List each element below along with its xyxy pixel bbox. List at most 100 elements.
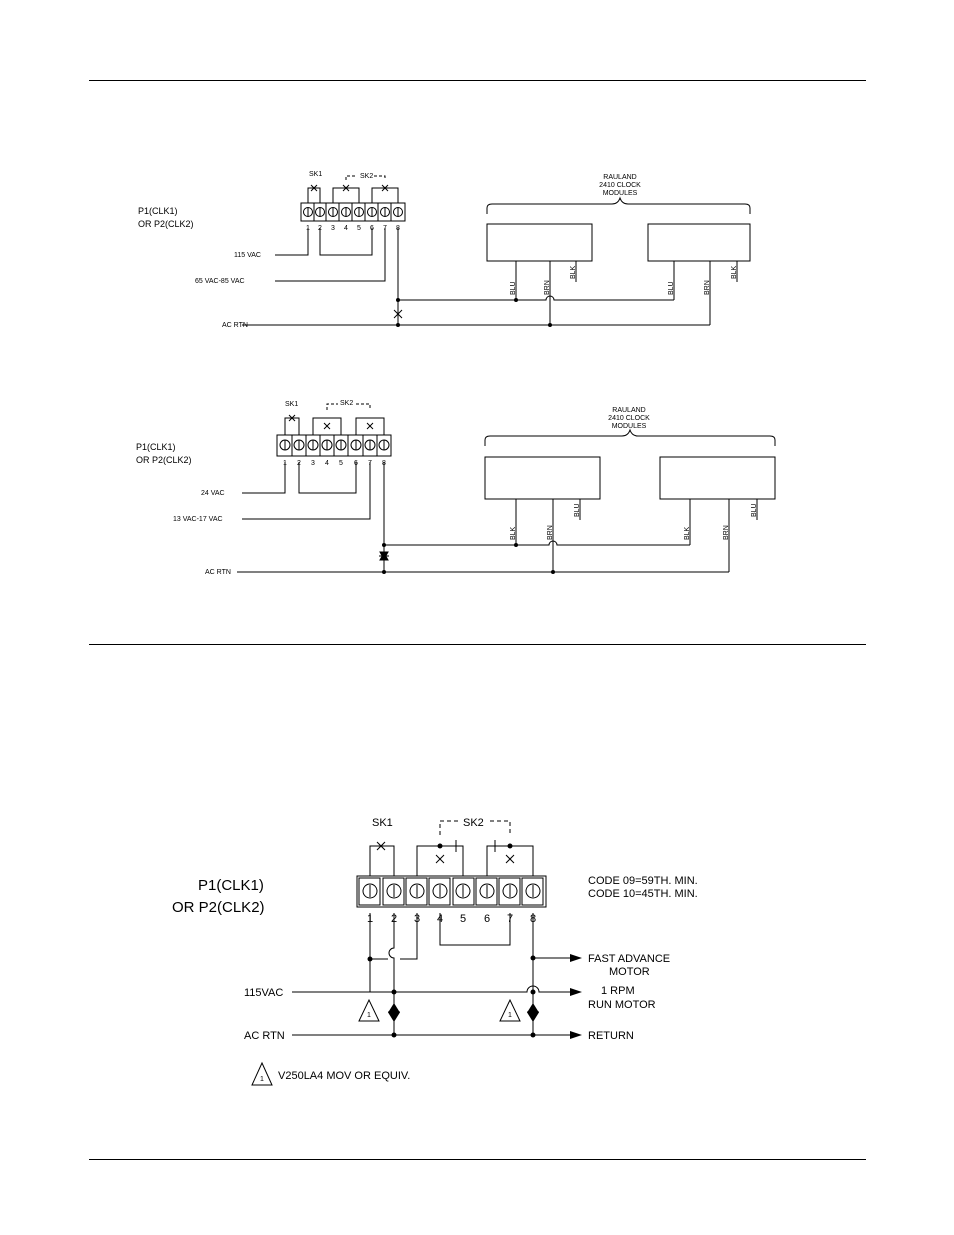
diagram-2	[237, 403, 776, 573]
d1-input-ac-rtn: AC RTN	[222, 322, 248, 329]
d3-terminal-number: 7	[507, 913, 513, 925]
d2-wire-label: BLU	[751, 503, 758, 517]
d2-connector-label-line1: P1(CLK1)	[136, 442, 176, 452]
d1-wire-label: BLK	[731, 265, 738, 279]
middle-rule	[89, 644, 866, 645]
d2-connector-label-line2: OR P2(CLK2)	[136, 455, 192, 465]
d2-terminal-numbers: 1 2 3 4 5 6 7 8	[283, 460, 386, 467]
d3-terminal-screws	[358, 877, 544, 906]
d3-triangle-mark-2: 1	[508, 1012, 512, 1019]
d2-wire-13vac	[242, 462, 371, 520]
d3-output-motor: MOTOR	[609, 966, 650, 978]
d1-sk2-label: SK2	[360, 173, 373, 180]
d2-modules-label-1: RAULAND	[612, 407, 645, 414]
d2-terminal-number: 3	[311, 460, 315, 467]
d1-terminal-numbers: 1 2 3 4 5 6 7 8	[306, 225, 400, 232]
d3-sk1-label: SK1	[372, 817, 393, 829]
d1-terminal-number: 7	[383, 225, 387, 232]
d1-terminal-screws	[303, 203, 403, 221]
d2-input-ac-rtn: AC RTN	[205, 569, 231, 576]
d2-wire-label: BLU	[574, 503, 581, 517]
d3-connector-label-line2: OR P2(CLK2)	[172, 899, 265, 916]
d2-input-13vac: 13 VAC-17 VAC	[173, 516, 223, 523]
d1-terminal-number: 5	[357, 225, 361, 232]
d3-output-return: RETURN	[588, 1030, 634, 1042]
d3-wire-2	[388, 913, 395, 1034]
d2-wire-label: BLK	[510, 526, 517, 540]
d1-terminal-block	[300, 202, 406, 222]
d1-terminal-number: 8	[396, 225, 400, 232]
d3-triangle-marker-1	[358, 998, 380, 1022]
bottom-rule	[89, 1159, 866, 1160]
d1-wire-115vac	[275, 228, 309, 256]
d2-modules-label-2: 2410 CLOCK	[608, 415, 650, 422]
d1-blu-bus	[398, 295, 674, 301]
d3-sk2-label: SK2	[463, 817, 484, 829]
d1-sk2-jumper-a	[332, 187, 360, 203]
d3-output-fast-advance: FAST ADVANCE	[588, 953, 670, 965]
d3-triangle-mark-1: 1	[367, 1012, 371, 1019]
d2-terminal-number: 2	[297, 460, 301, 467]
d3-wire-4-7	[439, 913, 511, 946]
d1-wire-label: BLU	[510, 281, 517, 295]
d1-module-a	[486, 223, 593, 262]
d2-sk2-jumper-a	[312, 417, 342, 435]
d3-connector-label-line1: P1(CLK1)	[198, 877, 264, 894]
d1-wire-label: BRN	[544, 280, 551, 295]
d1-module-b	[647, 223, 751, 262]
d3-diodes	[388, 1003, 539, 1022]
d3-triangle-marker-2	[499, 998, 521, 1022]
d1-wire-label: BLU	[668, 281, 675, 295]
d1-wire-65vac	[275, 228, 386, 282]
d1-wire-2-6	[319, 228, 373, 256]
d2-module-b	[659, 456, 776, 500]
d3-wire-1-3	[370, 913, 418, 960]
d1-terminal-number: 4	[344, 225, 348, 232]
d2-terminal-number: 8	[382, 460, 386, 467]
d1-wire-label: BRN	[704, 280, 711, 295]
d2-diode	[379, 551, 389, 561]
d3-input-115vac: 115VAC	[244, 987, 283, 999]
d1-terminal-number: 3	[331, 225, 335, 232]
d2-modules-label-3: MODULES	[612, 423, 647, 430]
d2-terminal-screws	[279, 435, 390, 456]
d3-terminal-number: 4	[437, 913, 443, 925]
d2-wire-label: BRN	[547, 525, 554, 540]
d3-code-note-1: CODE 09=59TH. MIN.	[588, 875, 698, 887]
d1-input-115vac: 115 VAC	[234, 252, 261, 259]
d1-terminal-number: 2	[318, 225, 322, 232]
d2-terminal-number: 6	[354, 460, 358, 467]
d3-terminal-block	[356, 875, 547, 908]
d2-wire-24vac	[242, 462, 286, 494]
d3-note-triangle	[251, 1061, 273, 1086]
d2-module-a	[484, 456, 601, 500]
d2-sk2-jumper-b	[355, 417, 385, 435]
diagram-1	[242, 175, 751, 326]
top-rule	[89, 80, 866, 81]
d1-sk1-jumper	[307, 187, 321, 203]
d1-modules-label-1: RAULAND	[603, 174, 636, 181]
d2-sk2-label: SK2	[340, 400, 353, 407]
d1-terminal-number: 1	[306, 225, 310, 232]
d2-wire-2-6	[298, 462, 357, 494]
d3-terminal-number: 6	[484, 913, 490, 925]
d1-modules-label-2: 2410 CLOCK	[599, 182, 641, 189]
d3-terminal-number: 1	[367, 913, 373, 925]
d1-wire-label: BLK	[570, 265, 577, 279]
d3-output-1rpm: 1 RPM	[601, 985, 635, 997]
d3-code-note-2: CODE 10=45TH. MIN.	[588, 888, 698, 900]
d3-arrows	[570, 954, 582, 1039]
d2-terminal-number: 4	[325, 460, 329, 467]
d1-connector-label-line2: OR P2(CLK2)	[138, 219, 194, 229]
d2-blk-bus	[384, 540, 690, 546]
d2-input-24vac: 24 VAC	[201, 490, 225, 497]
d3-input-ac-rtn: AC RTN	[244, 1030, 285, 1042]
d2-wire-label: BLK	[684, 526, 691, 540]
diagram-3	[251, 820, 572, 1086]
d3-terminal-numbers: 1 2 3 4 5 6 7 8	[367, 913, 536, 925]
d2-modules-brace	[484, 428, 776, 446]
d3-output-run-motor: RUN MOTOR	[588, 999, 656, 1011]
d2-wire-label: BRN	[723, 525, 730, 540]
d2-terminal-number: 5	[339, 460, 343, 467]
